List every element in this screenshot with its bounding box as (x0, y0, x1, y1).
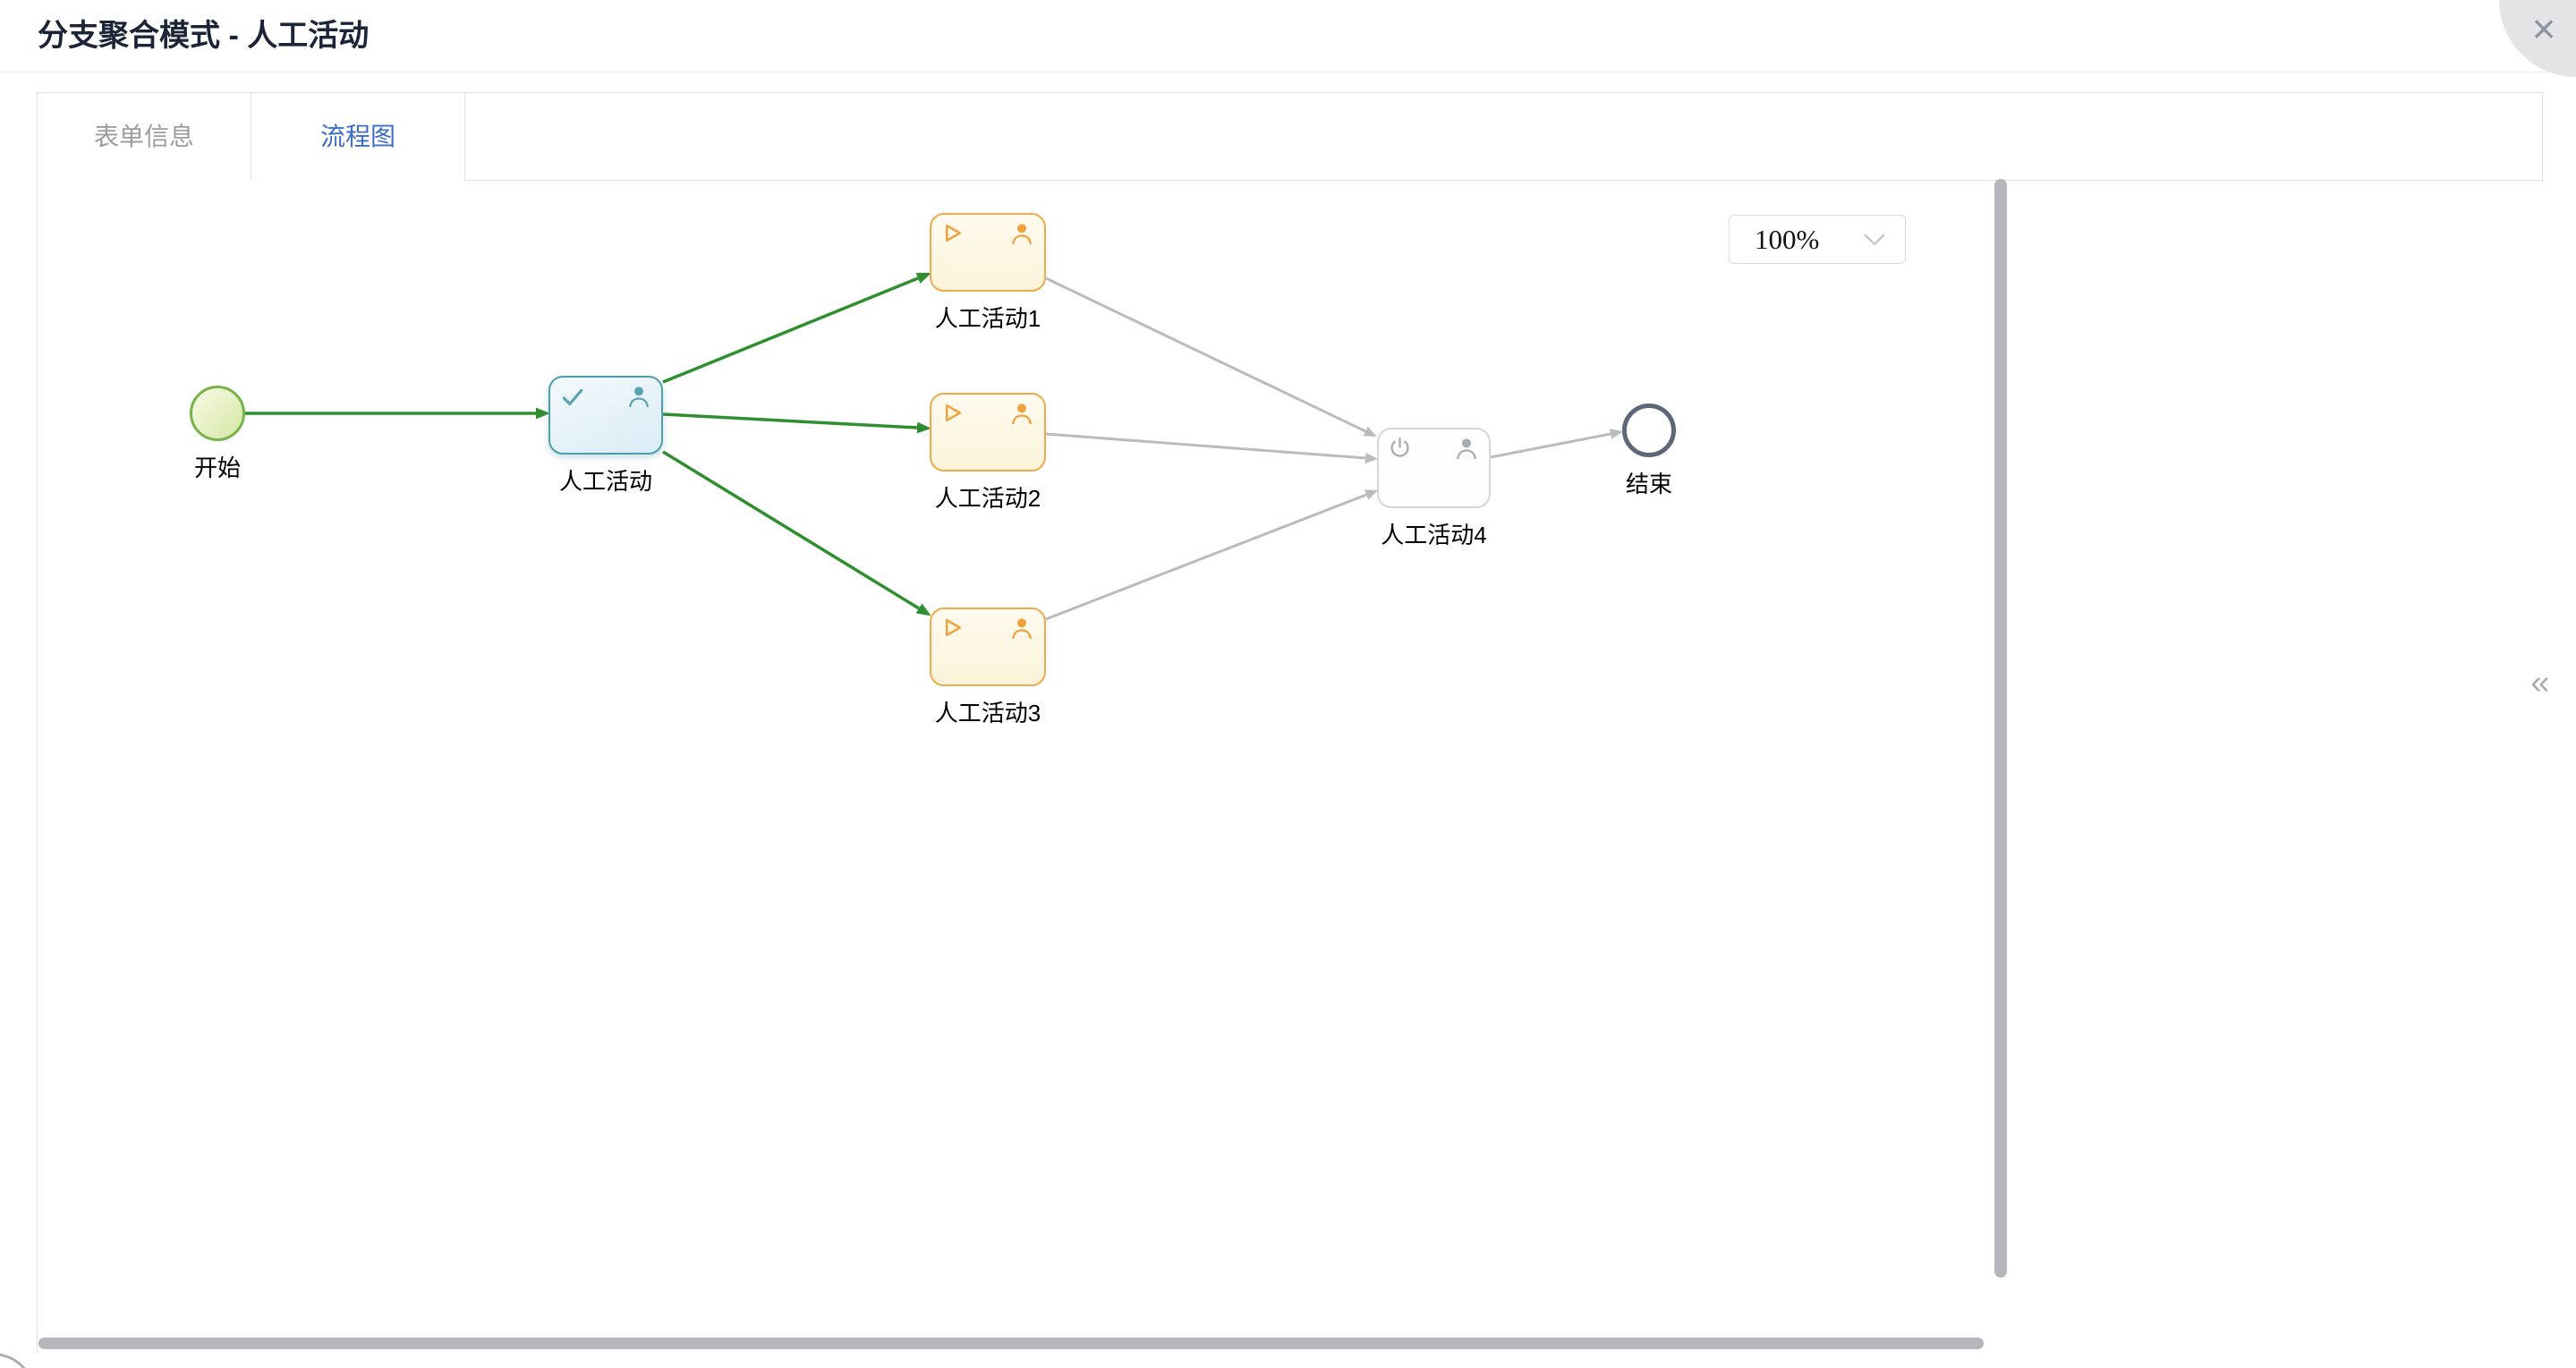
flow-edge-task4-to-end (1490, 429, 1623, 459)
collapse-chevrons-icon: « (2530, 664, 2550, 701)
page-title: 分支聚合模式 - 人工活动 (38, 19, 370, 53)
flow-node-label-task1: 人工活动1 (934, 305, 1041, 332)
flow-node-task3[interactable] (930, 608, 1046, 686)
vertical-scrollbar[interactable] (1994, 179, 2007, 1278)
tab-flow-diagram[interactable]: 流程图 (251, 93, 465, 182)
corner-decoration (0, 1353, 36, 1368)
tab-form-info[interactable]: 表单信息 (38, 93, 251, 181)
zoom-level-dropdown[interactable]: 100% (1729, 215, 1906, 264)
play-icon (940, 401, 965, 425)
flow-node-label-task3: 人工活动3 (934, 700, 1041, 726)
tab-bar: 表单信息 流程图 (38, 93, 2542, 182)
tab-card: 表单信息 流程图 开始人工活动 人工活动1 人工活动2 人工活动3 人工活动4 结束 (37, 92, 2543, 1353)
flow-node-task2[interactable] (930, 393, 1046, 472)
close-button[interactable]: × (2519, 4, 2569, 54)
play-icon (940, 221, 965, 245)
power-icon (1388, 436, 1412, 460)
panel-collapse-toggle[interactable]: « (2520, 664, 2561, 705)
flow-edge-task2-to-task4 (1045, 432, 1378, 463)
horizontal-scrollbar[interactable] (38, 1338, 1984, 1349)
flow-node-label-task4: 人工活动4 (1381, 522, 1487, 548)
flow-edge-task0-to-task3 (662, 450, 919, 608)
user-icon (1008, 616, 1035, 642)
flow-edge-task0-to-task1 (662, 278, 918, 384)
close-icon: × (2531, 5, 2556, 52)
flow-edge-task3-to-task4 (1045, 489, 1379, 621)
user-icon (625, 384, 652, 411)
flow-edge-task0-to-task2 (662, 412, 917, 428)
user-icon (1008, 221, 1035, 248)
flow-canvas[interactable]: 开始人工活动 人工活动1 人工活动2 人工活动3 人工活动4 结束 (38, 182, 2543, 1353)
flow-node-label-start: 开始 (193, 455, 242, 481)
flow-edge-task1-to-task4 (1045, 276, 1377, 438)
play-icon (940, 616, 965, 640)
flow-node-end[interactable] (1622, 404, 1676, 457)
flow-node-label-task2: 人工活动2 (934, 485, 1041, 512)
flow-node-task0[interactable] (548, 376, 663, 455)
edge-layer (245, 182, 1623, 621)
flow-node-label-task0: 人工活动 (558, 468, 653, 495)
check-icon (559, 384, 586, 411)
user-icon (1008, 401, 1035, 428)
chevron-down-icon (1864, 234, 1885, 247)
flow-node-label-end: 结束 (1625, 471, 1673, 497)
zoom-level-value: 100% (1755, 224, 1820, 255)
window-header: 分支聚合模式 - 人工活动 (0, 0, 2576, 72)
user-icon (1453, 436, 1480, 463)
flow-node-task1[interactable] (930, 213, 1046, 292)
flow-node-start[interactable] (190, 386, 245, 441)
flow-node-task4[interactable] (1377, 428, 1491, 508)
